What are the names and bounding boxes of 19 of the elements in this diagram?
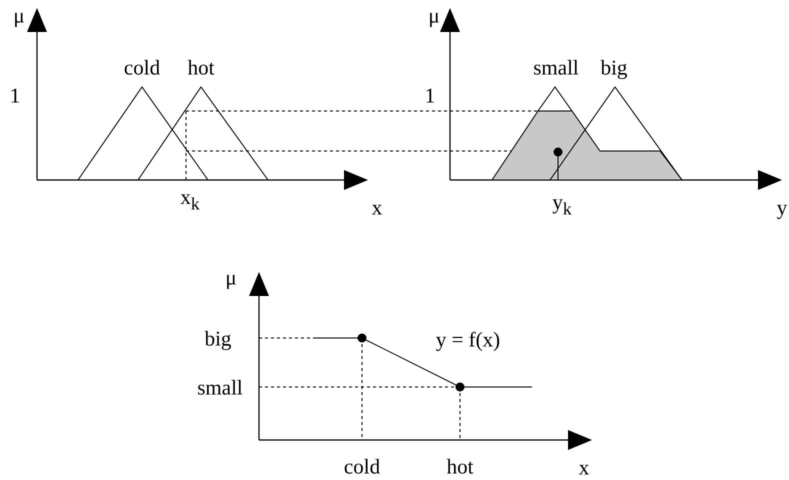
axis-label: cold [124,58,160,78]
axis-label: hot [446,456,474,478]
axis-label: big [204,328,232,350]
axis-label: y = f(x) [436,330,500,350]
axis-label: x$_{k}$ [180,187,200,213]
axis-label: 1 [10,86,20,106]
axis-label: big [600,58,628,78]
axis-label: x [578,458,590,478]
axis-label: small [533,58,579,78]
axis-label: μ [428,6,440,26]
axis-label: y$_{k}$ [552,192,572,218]
axis-label: cold [344,456,380,478]
axis-label: hot [188,58,214,78]
axis-label: 1 [424,86,436,106]
axis-label: μ [225,268,237,288]
axis-label: y [776,198,788,218]
axis-label: μ [13,6,25,26]
axis-label: x [372,198,382,218]
axis-label: small [197,378,243,398]
